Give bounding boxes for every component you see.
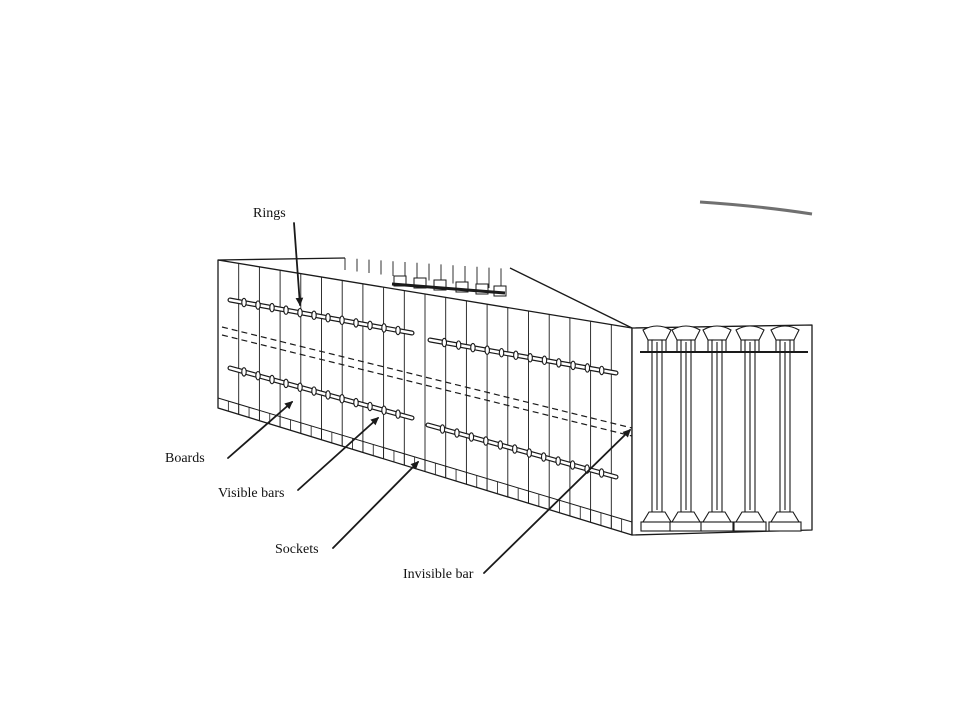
ring [311, 310, 317, 320]
pillar-capital [642, 325, 672, 341]
ring [241, 297, 247, 308]
ring [381, 323, 387, 333]
ring [395, 409, 401, 419]
ring [555, 456, 561, 466]
ring [325, 390, 331, 400]
pillars [640, 325, 808, 532]
far-ring [433, 279, 447, 291]
sockets [217, 398, 623, 532]
ring [297, 307, 303, 318]
pillar-socket [700, 521, 734, 532]
ring [241, 367, 247, 377]
ring [470, 342, 476, 353]
label-sockets: Sockets [275, 542, 319, 557]
far-wall-top-edge [217, 257, 346, 261]
label-visible-bars: Visible bars [218, 486, 285, 501]
pillar-socket [733, 521, 767, 532]
ring [367, 320, 373, 331]
leader-invisible-bar-arrowhead [622, 429, 631, 438]
ring [367, 401, 373, 412]
pillar-socket [640, 521, 674, 532]
ring [570, 360, 576, 371]
pillar-capital [702, 325, 732, 341]
ring [255, 370, 261, 381]
ring [513, 350, 519, 360]
ring [325, 313, 331, 323]
label-rings: Rings [253, 206, 286, 221]
scan-smudge [699, 200, 813, 216]
leader-rings [293, 222, 301, 306]
leader-sockets-arrowhead [410, 461, 419, 470]
ring [498, 347, 505, 358]
far-ring [475, 283, 489, 295]
leader-lines [227, 222, 631, 574]
far-ring [455, 281, 469, 293]
ring [297, 382, 303, 392]
ring [598, 365, 605, 376]
ring [283, 378, 289, 389]
ring [468, 432, 475, 442]
pillar-socket [669, 521, 703, 532]
ring [512, 444, 518, 454]
ring [353, 318, 359, 328]
far-wall-rings [391, 275, 507, 297]
ring [541, 355, 548, 366]
ring [283, 305, 289, 315]
wall [217, 257, 813, 536]
invisible-bar [221, 326, 633, 437]
ring [455, 340, 462, 350]
leader-visible-bars-arrowhead [370, 417, 379, 426]
visible-bars [227, 297, 619, 480]
ring [269, 374, 275, 385]
label-boards: Boards [165, 451, 205, 466]
ring [454, 428, 460, 438]
leader-boards [227, 401, 293, 459]
ring [269, 302, 275, 313]
far-ring [413, 277, 427, 289]
far-bar [391, 282, 506, 295]
ring [439, 424, 446, 434]
ring [556, 358, 562, 368]
ring [497, 440, 504, 450]
leader-sockets [332, 461, 419, 549]
invisible-bar-line-bottom [221, 334, 633, 437]
leader-invisible-bar [483, 429, 631, 574]
ring [540, 452, 547, 462]
ring [484, 345, 490, 355]
ring [526, 448, 532, 458]
leader-visible-bars [297, 417, 379, 491]
ring [483, 436, 489, 446]
ring [339, 394, 345, 404]
ring [527, 353, 533, 363]
leader-rings-arrowhead [295, 297, 304, 306]
ring [381, 405, 387, 416]
ring [584, 363, 591, 373]
ring [339, 315, 345, 326]
pillar-capital [735, 325, 765, 341]
invisible-bar-line-top [221, 326, 633, 429]
ring [353, 397, 359, 408]
label-invisible-bar: Invisible bar [403, 567, 474, 582]
far-wall-top-edge-right [509, 267, 633, 329]
ring [395, 325, 401, 336]
ring [598, 468, 605, 478]
leader-boards-arrowhead [284, 401, 293, 410]
ring [441, 337, 448, 348]
ring [255, 300, 261, 310]
pillar-socket [768, 521, 802, 532]
pillar-capital [671, 325, 701, 341]
ring [569, 460, 576, 470]
ring [311, 386, 317, 396]
pillar-capital [770, 325, 800, 341]
